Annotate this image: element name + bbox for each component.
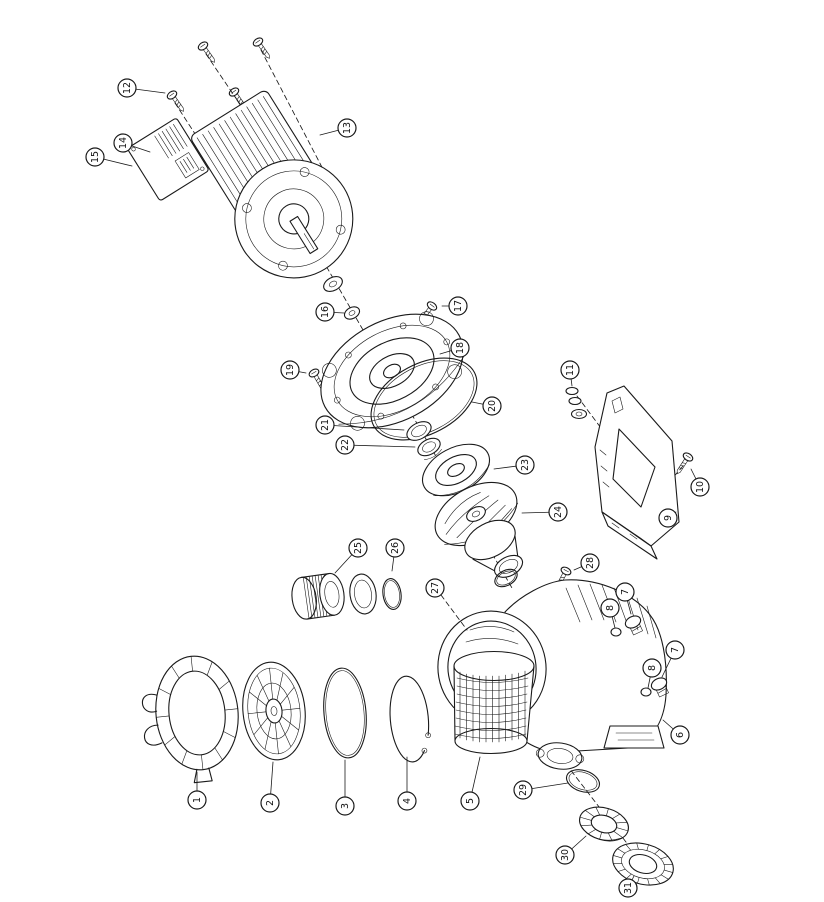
callout-bracket-bolt-washers: 11 (560, 360, 580, 387)
casing-o-ring-drawing (370, 357, 478, 441)
svg-text:31: 31 (623, 882, 634, 894)
callout-support-bracket: 9 (658, 508, 678, 528)
svg-text:2: 2 (265, 800, 276, 806)
svg-text:27: 27 (430, 582, 441, 594)
lid-clamp-drawing (389, 675, 431, 763)
svg-text:13: 13 (342, 122, 353, 134)
callout-drain-plug-o-ring-lower: 8 (642, 658, 662, 689)
screw (196, 39, 220, 66)
callout-seal-spinner: 23 (493, 455, 535, 475)
svg-text:7: 7 (620, 589, 631, 595)
pump-foot (603, 725, 665, 749)
callout-terminal-box: 15 (85, 147, 133, 167)
suction-union-drawing (291, 572, 402, 620)
svg-text:28: 28 (585, 557, 596, 569)
svg-text:12: 12 (122, 82, 133, 94)
diffuser-o-ring-drawing (494, 568, 518, 588)
union-o-ring (382, 578, 402, 610)
seal-spinner-drawing (422, 443, 490, 497)
motor-drawing (127, 90, 354, 279)
svg-text:25: 25 (353, 542, 364, 554)
svg-text:29: 29 (518, 784, 529, 796)
screw (251, 35, 275, 62)
screw (672, 450, 695, 478)
callout-discharge-union-adapter: 30 (555, 835, 587, 865)
callout-lid-lock-ring: 1 (187, 771, 207, 810)
callout-impeller: 24 (521, 502, 568, 522)
drain-plug-o-ring (610, 627, 622, 637)
lid-lock-ring-drawing (141, 655, 239, 784)
callouts: 12 14 15 13 16 17 18 19 20 21 (85, 78, 710, 898)
callout-terminal-box-cover: 14 (113, 133, 151, 153)
callout-suction-union-o-ring: 26 (385, 538, 405, 572)
callout-discharge-union-nut: 31 (618, 875, 638, 898)
callout-lid-o-ring: 3 (335, 759, 355, 816)
svg-text:6: 6 (675, 732, 686, 738)
svg-text:11: 11 (565, 364, 576, 376)
callout-electric-motor: 13 (319, 118, 357, 138)
svg-text:22: 22 (340, 439, 351, 451)
callout-seal-plate-screw-upper: 17 (441, 296, 468, 316)
callout-seal-plate: 18 (439, 338, 470, 358)
callout-seal-plate-screw-lower: 19 (280, 360, 307, 380)
svg-text:14: 14 (118, 137, 129, 149)
callout-casing-o-ring: 20 (471, 396, 502, 416)
lid-o-ring-drawing (323, 667, 367, 759)
callout-suction-union-tail: 27 (425, 578, 468, 631)
strainer-lid-drawing (242, 661, 306, 761)
svg-text:8: 8 (605, 605, 616, 611)
discharge-o-ring (565, 769, 601, 793)
svg-text:23: 23 (520, 459, 531, 471)
svg-text:21: 21 (320, 419, 331, 431)
callout-motor-fixing-screw: 12 (117, 78, 166, 98)
callout-drain-plug-upper: 7 (615, 582, 635, 615)
drain-plug (624, 615, 643, 636)
svg-text:10: 10 (695, 481, 706, 493)
callout-strainer-lid: 2 (260, 761, 280, 813)
callout-seal-stationary-seat: 21 (315, 415, 405, 435)
discharge-adapter (579, 806, 629, 842)
svg-text:26: 26 (390, 542, 401, 554)
callout-discharge-o-ring: 29 (513, 780, 569, 800)
svg-text:1: 1 (192, 797, 203, 803)
callout-pump-body: 6 (662, 719, 690, 745)
terminal-box (127, 118, 209, 201)
callout-bracket-lag-screw: 10 (690, 468, 710, 497)
svg-text:5: 5 (465, 798, 476, 804)
callout-suction-union-nut: 25 (334, 538, 368, 574)
callout-shaft-washer: 16 (315, 302, 345, 322)
mechanical-seal-drawing (406, 421, 442, 460)
svg-text:18: 18 (455, 342, 466, 354)
svg-text:24: 24 (553, 506, 564, 518)
svg-text:7: 7 (670, 647, 681, 653)
union-nut (291, 572, 345, 620)
svg-text:16: 16 (320, 306, 331, 318)
discharge-flange (535, 742, 585, 770)
svg-text:20: 20 (487, 400, 498, 412)
svg-text:30: 30 (560, 849, 571, 861)
discharge-union-nut (612, 842, 674, 886)
svg-text:4: 4 (402, 798, 413, 804)
svg-text:17: 17 (453, 300, 464, 312)
drain-plug-o-ring (640, 687, 652, 697)
callout-drain-plug-o-ring-upper: 8 (600, 598, 620, 629)
callout-drain-plug-lower: 7 (661, 640, 685, 678)
svg-text:9: 9 (663, 515, 674, 521)
svg-text:15: 15 (90, 151, 101, 163)
callout-casing-screw: 28 (573, 553, 600, 573)
callout-strainer-basket: 5 (460, 756, 481, 811)
union-adapter (349, 573, 377, 615)
strainer-basket-drawing (453, 650, 535, 755)
svg-text:8: 8 (647, 665, 658, 671)
discharge-union-drawing (565, 769, 674, 886)
callout-lid-clamp: 4 (397, 756, 417, 811)
support-bracket-drawing (565, 385, 680, 560)
drain-plug (650, 677, 669, 698)
screw (165, 88, 189, 115)
svg-text:3: 3 (340, 803, 351, 809)
svg-text:19: 19 (285, 364, 296, 376)
callout-mechanical-seal: 22 (335, 435, 416, 455)
shaft-washers (323, 276, 361, 320)
